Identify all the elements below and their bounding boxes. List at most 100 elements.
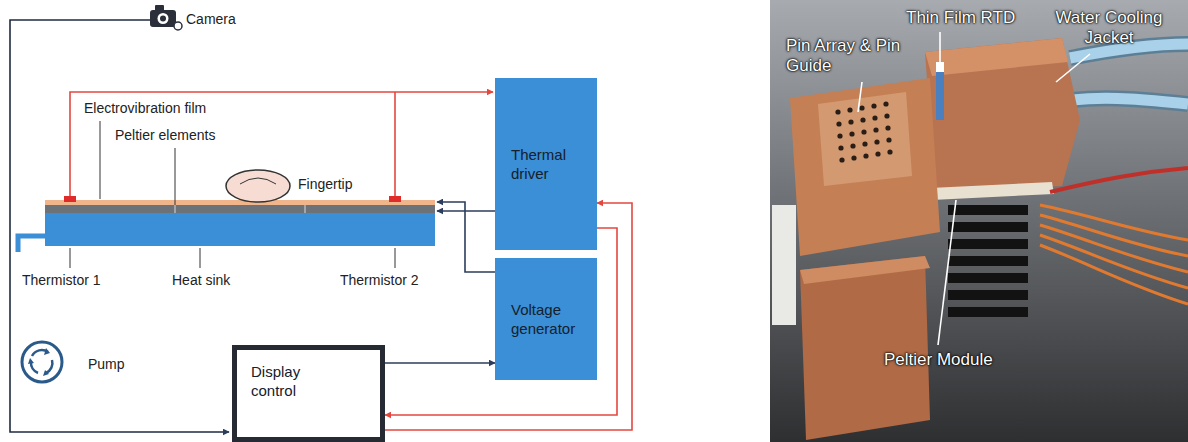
device-photo <box>835 109 840 114</box>
leader-line <box>70 248 71 268</box>
camera-icon <box>160 16 166 22</box>
device-photo <box>948 205 1028 215</box>
thermistor-marker <box>64 196 401 202</box>
part-label: Camera <box>186 11 236 28</box>
device-photo <box>800 256 930 440</box>
device-photo <box>874 139 879 144</box>
node-text: Voltage generator <box>511 300 587 338</box>
photo-label: Water Cooling Jacket <box>1036 8 1182 48</box>
device-photo <box>849 131 854 136</box>
pump-icon <box>43 370 49 376</box>
layer-stack <box>45 213 435 246</box>
signal-connector <box>385 228 617 415</box>
pump-icon <box>22 342 62 382</box>
device-photo <box>1072 98 1188 104</box>
pump-icon <box>46 360 52 373</box>
part-label: Fingertip <box>298 176 352 193</box>
camera-icon <box>174 22 182 30</box>
thermistor-wire <box>70 92 493 196</box>
pump-icon <box>31 362 38 373</box>
device-photo <box>1040 205 1188 304</box>
device-photo <box>948 290 1028 300</box>
device-photo <box>884 113 889 118</box>
device-photo <box>862 141 867 146</box>
device-photo <box>886 137 891 142</box>
thermistor-marker <box>64 196 76 202</box>
device-photo <box>948 256 1028 266</box>
photo-label: Peltier Module <box>884 350 993 370</box>
device-photo <box>948 307 1028 317</box>
pump-icon <box>22 342 62 382</box>
device-photo <box>1040 235 1188 288</box>
device-photo <box>1040 245 1188 304</box>
signal-connector <box>385 362 495 364</box>
device-photo <box>772 205 796 325</box>
device-photo <box>930 182 1054 200</box>
device-photo <box>850 143 855 148</box>
fingertip-shape <box>226 170 290 202</box>
device-photo <box>818 92 912 186</box>
device-photo <box>948 222 1028 232</box>
layer-stack <box>45 200 435 205</box>
device-photo <box>883 101 888 106</box>
part-label: Peltier elements <box>115 127 215 144</box>
photo-leader-line <box>858 82 862 112</box>
thermistor-wire <box>394 92 396 196</box>
device-photo <box>1050 168 1188 192</box>
device-photo <box>847 107 852 112</box>
pump-icon <box>44 348 50 355</box>
coolant-pipe <box>18 236 45 252</box>
camera-icon <box>158 13 169 24</box>
part-label: Thermistor 1 <box>22 272 101 289</box>
part-label: Pump <box>88 356 125 373</box>
device-photo <box>871 103 876 108</box>
photo-label: Pin Array & Pin Guide <box>786 36 926 76</box>
device-photo <box>1040 225 1188 272</box>
part-label: Thermistor 2 <box>340 272 419 289</box>
control-box: Display control <box>232 345 385 442</box>
device-photo <box>838 145 843 150</box>
drive-wire <box>437 210 495 212</box>
leader-line <box>70 121 395 268</box>
photo-label: Thin Film RTD <box>906 8 1015 28</box>
device-photo <box>875 151 880 156</box>
device-photo <box>872 115 877 120</box>
device-photo <box>851 155 856 160</box>
leader-line <box>200 248 201 268</box>
photo-leader-line <box>1056 54 1090 82</box>
device-photo <box>948 273 1028 283</box>
device-photo <box>770 0 1188 442</box>
device-photo <box>839 157 844 162</box>
part-label: Electrovibration film <box>84 100 206 117</box>
part-label: Heat sink <box>172 272 230 289</box>
device-photo <box>770 0 1188 442</box>
device-photo <box>836 121 841 126</box>
device-photo <box>800 256 930 284</box>
layer-stack <box>45 200 435 246</box>
device-photo <box>948 239 1028 249</box>
device-photo <box>860 117 865 122</box>
device-photo <box>925 38 1080 192</box>
device-photo <box>790 78 940 256</box>
device-photo <box>835 101 892 162</box>
device-photo <box>1072 98 1188 104</box>
layer-stack <box>175 205 176 213</box>
device-photo <box>936 62 944 120</box>
device-photo <box>887 149 892 154</box>
thermistor-marker <box>389 196 401 202</box>
device-photo <box>848 119 853 124</box>
leader-line <box>100 121 101 199</box>
node-text: Thermal driver <box>511 145 587 183</box>
driver-box: Thermal driver <box>495 78 597 250</box>
pump-icon <box>28 358 34 364</box>
device-photo <box>885 125 890 130</box>
leader-line <box>395 248 396 268</box>
camera-icon <box>150 5 182 30</box>
fingertip-shape <box>240 178 276 184</box>
node-text: Display control <box>251 362 315 400</box>
photo-leader-line <box>939 32 941 64</box>
device-photo <box>859 105 864 110</box>
device-photo <box>837 133 842 138</box>
device-photo <box>873 127 878 132</box>
